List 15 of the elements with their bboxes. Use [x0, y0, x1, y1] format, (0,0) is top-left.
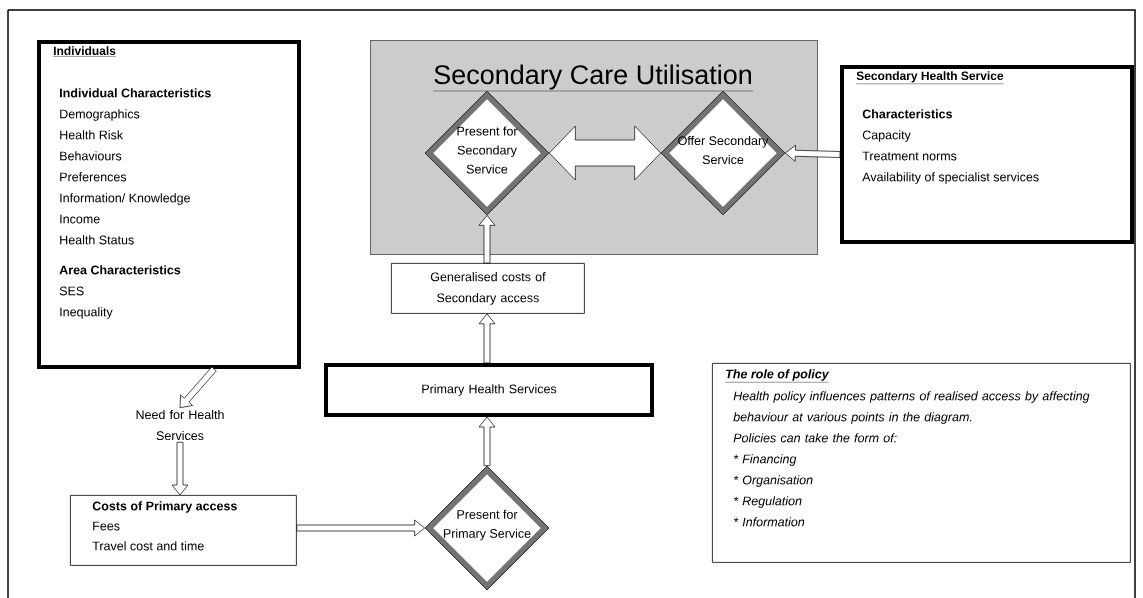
process-box: Primary Health Services — [324, 363, 654, 417]
block-arrow — [296, 519, 425, 537]
info-box: Secondary Health Service Characteristics Capacity Treatment norms Availability of specialist services — [840, 65, 1134, 244]
block-arrow — [179, 366, 217, 409]
block-arrow — [549, 125, 661, 181]
block-arrow — [478, 215, 496, 264]
need-label: Need for Health Services — [136, 409, 224, 441]
process-box: Generalised costs of Secondary access — [391, 263, 585, 314]
info-box: Costs of Primary access Fees Travel cost and time — [70, 495, 297, 566]
block-arrow — [171, 441, 189, 496]
info-box: Individuals Individual Characteristics Demographics Health Risk Behaviours Preferences Information/ Knowledge Income Health Status Area Characteristics SES Inequality — [37, 40, 301, 369]
block-arrow — [478, 416, 496, 466]
note-box: The role of policy Health policy influences patterns of realised access by affecting behaviour at various points in the diagram. Policies can take the form of: * Financing * Organisation * Regulation * Information — [712, 363, 1131, 563]
block-arrow — [478, 313, 496, 364]
block-arrow — [785, 144, 841, 162]
